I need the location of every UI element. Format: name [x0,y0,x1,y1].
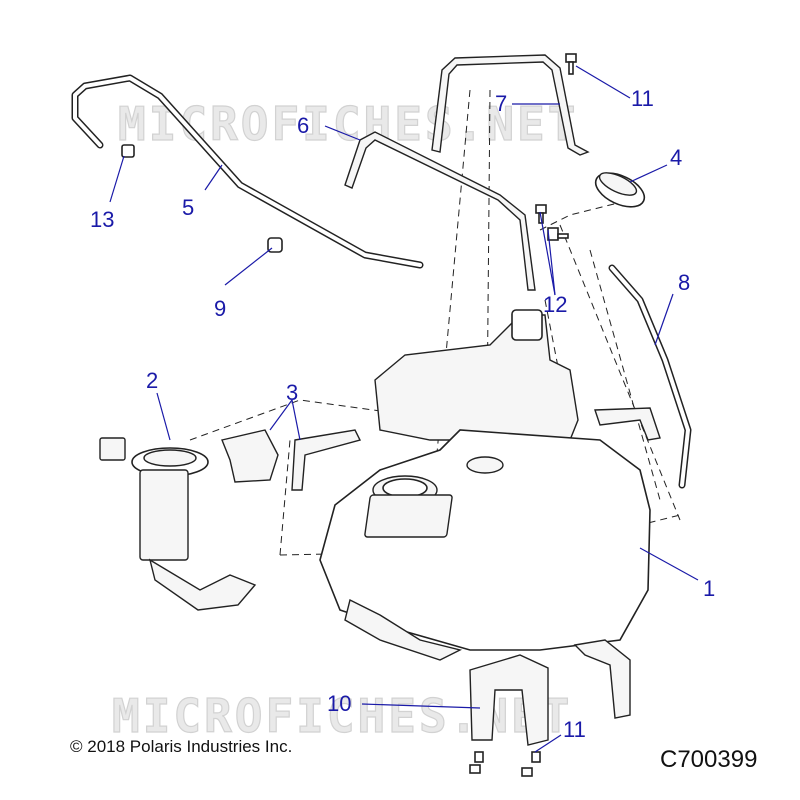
callout-12: 12 [543,292,567,317]
callout-6: 6 [297,113,309,138]
part-8-filler-hose [608,264,692,489]
figure-id: C700399 [660,746,758,773]
callout-11-bottom: 11 [563,717,586,742]
copyright-notice: © 2018 Polaris Industries Inc. [70,737,293,756]
watermark-top: MICROFICHES.NET [118,97,578,151]
part-7-strap [431,54,590,156]
part-11-bolts-bottom [469,751,541,777]
callout-10: 10 [327,691,351,716]
callout-11-top: 11 [631,86,654,111]
callout-2: 2 [146,368,158,393]
callout-13: 13 [90,207,114,232]
callout-1: 1 [703,576,715,601]
part-3-pads [221,407,661,719]
part-6-strap [344,131,536,291]
part-11-bolt-top [565,53,577,75]
callout-7: 7 [495,91,507,116]
part-13-clip [121,144,135,158]
callout-5: 5 [182,195,194,220]
part-2-fuel-pump [99,437,257,611]
callout-8: 8 [678,270,690,295]
callout-9: 9 [214,296,226,321]
part-1-fuel-tank [319,429,651,661]
part-12-bolts [535,204,569,241]
part-5-vent-line [71,74,424,269]
part-4-fuel-cap [594,172,646,208]
callout-4: 4 [670,145,682,170]
tank-rear-view [374,309,579,441]
leader-lines [109,65,699,753]
callout-3: 3 [286,380,298,405]
part-10-bracket [469,654,549,746]
